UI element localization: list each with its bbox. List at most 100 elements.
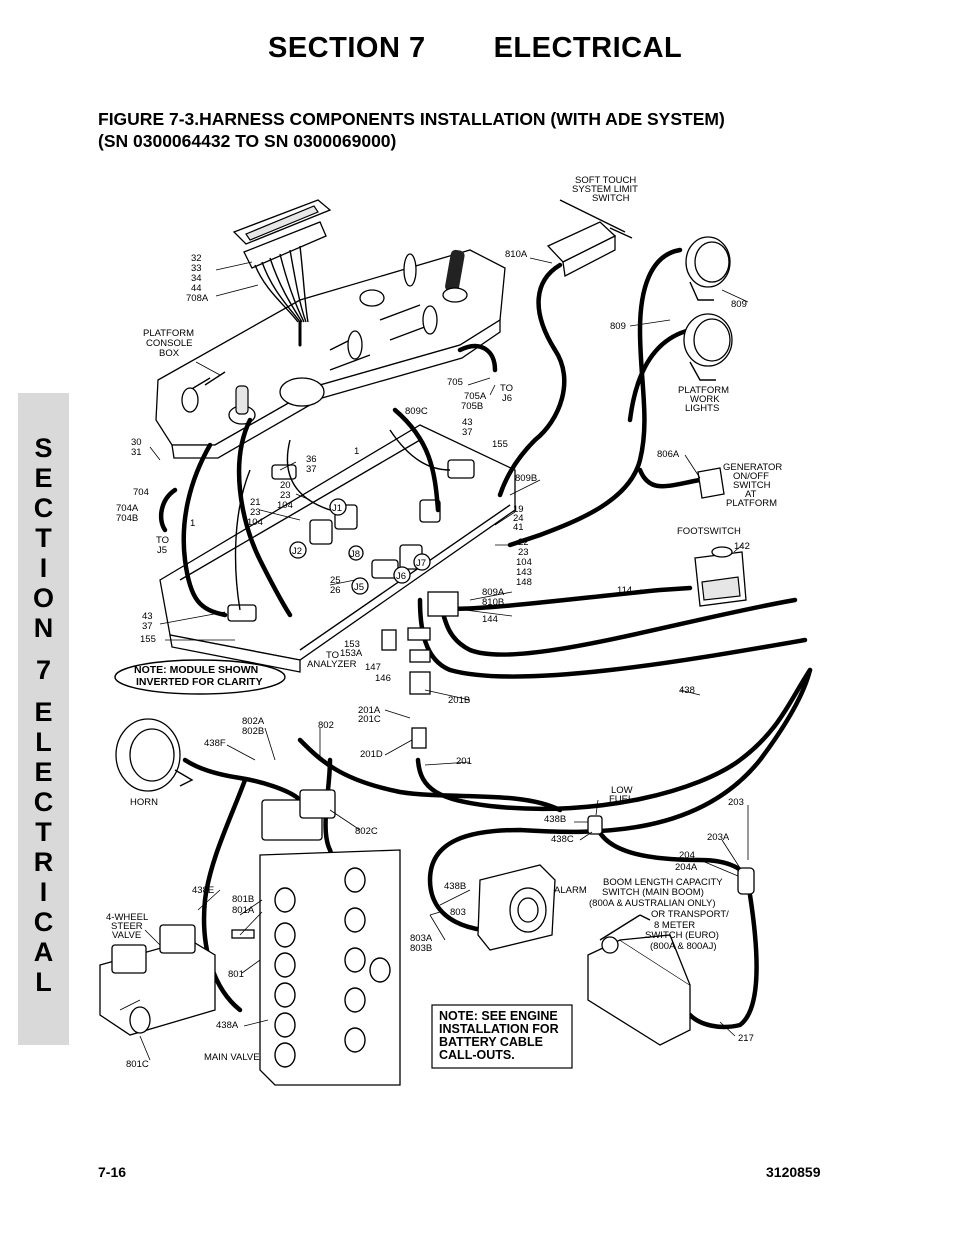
side-tab-letter: 7 (35, 655, 52, 685)
label-204a: 204A (675, 862, 698, 873)
alarm (477, 864, 556, 951)
label-44: 44 (191, 283, 202, 294)
side-tab-letter: T (35, 523, 52, 553)
label-steer-valve: VALVE (112, 930, 141, 941)
label-32: 32 (191, 253, 202, 264)
label-to-j5: J5 (157, 545, 167, 556)
label-26: 26 (330, 585, 341, 596)
label-806a: 806A (657, 449, 680, 460)
side-tab-letter: C (33, 787, 54, 817)
generator-switch (697, 467, 725, 499)
label-to-j5: TO (156, 535, 169, 546)
label-803b: 803B (410, 943, 432, 954)
label-console: PLATFORM (143, 328, 194, 339)
label-217: 217 (738, 1033, 754, 1044)
label-801c: 801C (126, 1059, 149, 1070)
label-809: 809 (610, 321, 626, 332)
engine-note-line3: BATTERY CABLE (439, 1035, 543, 1049)
side-tab-letter: S (34, 433, 53, 463)
label-153: 153 (344, 639, 360, 650)
label-23: 23 (280, 490, 291, 501)
side-tab-letter: I (39, 877, 48, 907)
section-side-tab: S E C T I O N 7 E L E C T R I C A L (18, 393, 69, 1045)
display-module (232, 199, 332, 347)
module-note-line1: NOTE: MODULE SHOWN (134, 664, 258, 676)
label-1: 1 (354, 446, 359, 457)
label-809: 809 (731, 299, 747, 310)
svg-text:J2: J2 (292, 546, 302, 557)
label-438b: 438B (544, 814, 566, 825)
low-fuel-sender (587, 815, 603, 835)
callout-labels: SOFT TOUCH SYSTEM LIMIT SWITCH 810A 809 … (106, 175, 782, 1070)
side-tab-letter: L (35, 727, 52, 757)
engine-note-line4: CALL-OUTS. (439, 1048, 515, 1062)
section-title: ELECTRICAL (493, 32, 683, 64)
label-148: 148 (516, 577, 532, 588)
label-144: 144 (482, 614, 498, 625)
page-number: 7-16 (98, 1164, 127, 1180)
label-work-lights: WORK (690, 394, 720, 405)
label-soft-touch: SWITCH (592, 193, 630, 204)
label-203: 203 (728, 797, 744, 808)
label-201c: 201C (358, 714, 381, 725)
label-438e: 438E (192, 885, 214, 896)
label-43: 43 (142, 611, 153, 622)
side-tab-letter: C (33, 907, 54, 937)
label-104: 104 (277, 500, 293, 511)
side-tab-letter: A (33, 937, 54, 967)
label-33: 33 (191, 263, 202, 274)
label-810b: 810B (482, 597, 504, 608)
side-tab-letter: E (34, 463, 53, 493)
label-boom-switch: BOOM LENGTH CAPACITY (603, 877, 723, 888)
label-155: 155 (492, 439, 508, 450)
figure-caption-line2: (SN 0300064432 TO SN 0300069000) (98, 131, 397, 151)
label-low-fuel: FUEL (609, 794, 633, 805)
svg-text:J6: J6 (396, 571, 406, 582)
soft-touch-switch (546, 199, 633, 277)
module-note-line2: INVERTED FOR CLARITY (136, 676, 263, 688)
label-21: 21 (250, 497, 261, 508)
side-tab-letter: O (32, 583, 54, 613)
label-alarm: ALARM (554, 885, 587, 896)
side-tab-letter: N (33, 613, 54, 643)
section-number: SECTION 7 (268, 32, 426, 64)
svg-text:J7: J7 (416, 558, 426, 569)
label-438a: 438A (216, 1020, 239, 1031)
label-generator: ON/OFF (733, 471, 769, 482)
label-801: 801 (228, 969, 244, 980)
label-footswitch: FOOTSWITCH (677, 526, 741, 537)
label-24: 24 (513, 513, 524, 524)
label-704: 704 (133, 487, 149, 498)
side-tab-letter: R (33, 847, 54, 877)
label-142: 142 (734, 541, 750, 552)
leader-lines (119, 257, 749, 1061)
label-201a: 201A (358, 705, 381, 716)
label-438f: 438F (204, 738, 226, 749)
label-809c: 809C (405, 406, 428, 417)
label-boom-switch: SWITCH (MAIN BOOM) (602, 887, 704, 898)
module-note: NOTE: MODULE SHOWN INVERTED FOR CLARITY (114, 659, 286, 695)
label-708a: 708A (186, 293, 209, 304)
label-705a: 705A (464, 391, 487, 402)
label-201d: 201D (360, 749, 383, 760)
label-704a: 704A (116, 503, 139, 514)
label-41: 41 (513, 522, 524, 533)
analyzer-connector (381, 591, 459, 749)
footswitch (694, 546, 747, 607)
label-work-lights: LIGHTS (685, 403, 719, 414)
label-soft-touch: SOFT TOUCH (575, 175, 636, 186)
label-803: 803 (450, 907, 466, 918)
label-204: 204 (679, 850, 695, 861)
label-705b: 705B (461, 401, 483, 412)
svg-text:J8: J8 (350, 549, 360, 560)
label-704b: 704B (116, 513, 138, 524)
label-146: 146 (375, 673, 391, 684)
connector-204 (737, 867, 755, 895)
engine-note-line2: INSTALLATION FOR (439, 1022, 559, 1036)
label-801a: 801A (232, 905, 255, 916)
side-tab-letter: E (34, 697, 53, 727)
label-boom-switch: (800A & 800AJ) (650, 941, 717, 952)
label-22: 22 (518, 537, 529, 548)
label-153a: 153A (340, 648, 363, 659)
label-801b: 801B (232, 894, 254, 905)
